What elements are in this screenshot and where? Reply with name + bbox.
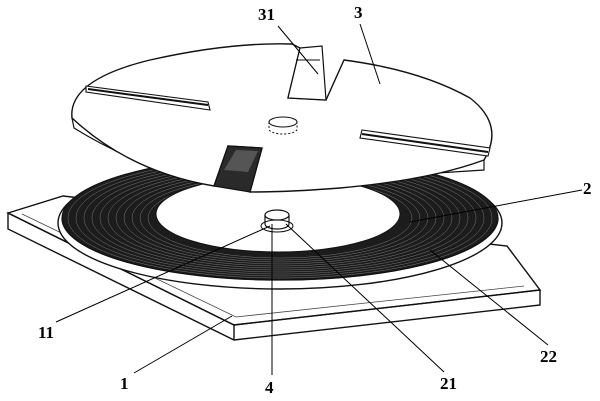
top-slotted-disc — [71, 43, 493, 193]
coil-disc-front-edge — [61, 217, 499, 281]
base-plate-right-edge — [233, 289, 541, 326]
leader-lines — [55, 23, 583, 375]
leader-21 — [285, 223, 445, 373]
label-11: 11 — [38, 323, 54, 342]
slot-right-shadow — [361, 133, 489, 153]
label-31: 31 — [258, 5, 275, 24]
center-post — [260, 209, 294, 233]
leader-1 — [133, 315, 233, 374]
center-post-collar — [260, 219, 294, 233]
leader-11 — [55, 225, 271, 323]
label-22: 22 — [540, 347, 557, 366]
label-2: 2 — [583, 179, 592, 198]
label-3: 3 — [354, 3, 363, 22]
label-4: 4 — [265, 378, 274, 397]
center-post-top — [264, 209, 290, 221]
slot-front-shadow — [224, 150, 258, 172]
center-hole — [268, 116, 298, 128]
slot-left-shadow — [87, 88, 209, 106]
label-1: 1 — [120, 374, 129, 393]
leader-2 — [409, 189, 583, 223]
label-21: 21 — [440, 374, 457, 393]
leader-3 — [359, 23, 381, 85]
center-hole-hidden-line — [268, 122, 298, 135]
leader-31 — [277, 25, 319, 75]
reference-labels: 31 3 2 22 21 4 1 11 — [38, 3, 592, 397]
leader-22 — [429, 249, 549, 346]
